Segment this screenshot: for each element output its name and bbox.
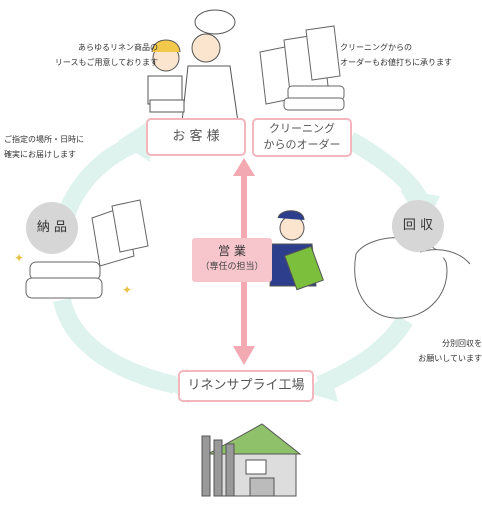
cycle-arrow-left-bottom bbox=[53, 297, 178, 394]
towels-illustration bbox=[283, 85, 345, 111]
note-left: ご指定の場所・日時に 確実にお届けします bbox=[4, 135, 84, 159]
staff-illustration bbox=[147, 9, 239, 123]
salesman-illustration bbox=[269, 210, 324, 291]
order-box: クリーニング からのオーダー bbox=[252, 118, 352, 157]
delivery-goods-illustration bbox=[25, 199, 149, 299]
delivery-label: 納 品 bbox=[36, 220, 68, 235]
collection-label: 回 収 bbox=[402, 218, 434, 233]
note-top-left: あらゆるリネン商品の リースもご用意しております bbox=[54, 43, 158, 67]
factory-box: リネンサプライ工場 bbox=[178, 370, 314, 402]
laundry-bag-illustration bbox=[354, 237, 471, 319]
shirts-illustration bbox=[259, 25, 341, 105]
sales-sublabel: （専任の担当） bbox=[200, 262, 264, 272]
note-right: 分別回収を お願いしています bbox=[418, 339, 482, 363]
sparkle-icon: ✦ bbox=[122, 283, 132, 297]
delivery-circle: 納 品 bbox=[26, 202, 78, 254]
note-top-right: クリーニングからの オーダーもお値打ちに承ります bbox=[340, 43, 452, 67]
sparkle-icon: ✦ bbox=[14, 251, 24, 265]
collection-circle: 回 収 bbox=[392, 200, 444, 252]
arrowhead-to-customer bbox=[118, 120, 150, 162]
cycle-arrow-right-top bbox=[345, 132, 429, 205]
customer-label: お 客 様 bbox=[172, 129, 220, 144]
factory-label: リネンサプライ工場 bbox=[187, 378, 305, 393]
sales-box: 営 業 （専任の担当） bbox=[192, 238, 272, 282]
customer-box: お 客 様 bbox=[146, 118, 246, 156]
factory-illustration bbox=[201, 423, 302, 497]
cycle-arrow-right-bottom bbox=[316, 315, 413, 394]
sales-label: 営 業 bbox=[218, 244, 246, 258]
